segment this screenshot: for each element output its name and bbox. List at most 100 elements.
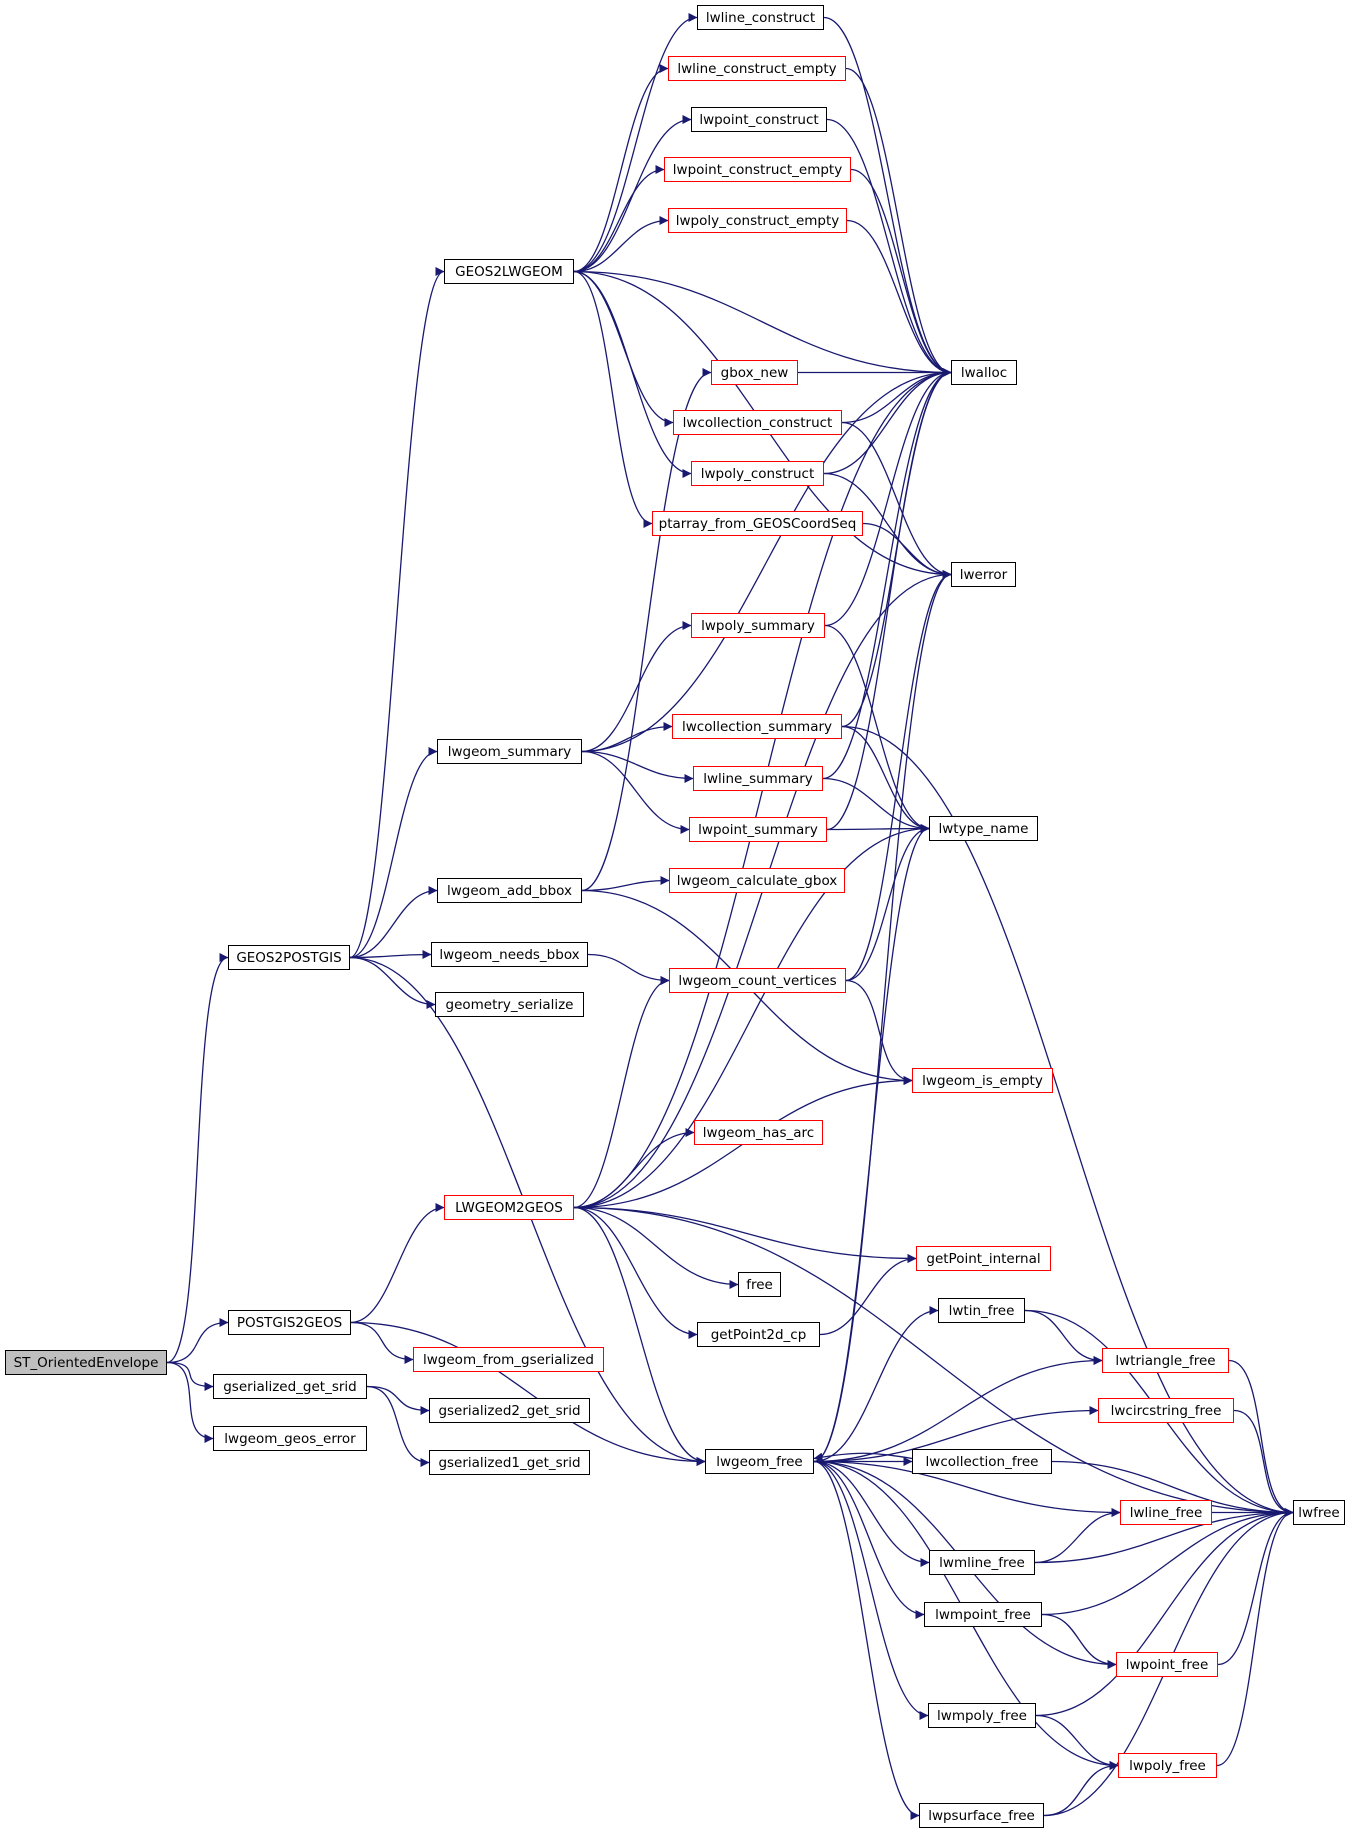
node-geos2lwgeom[interactable]: GEOS2LWGEOM: [444, 259, 574, 284]
edge-st-orientedenvelope-to-gserialized-get-srid: [166, 1361, 214, 1391]
edge-lwgeom-summary-to-lwcollection-summary: [581, 722, 673, 753]
node-gserialized1-get-srid[interactable]: gserialized1_get_srid: [429, 1450, 590, 1475]
edge-lwmpoly-free-to-lwfree: [1035, 1508, 1294, 1717]
node-lwpsurface-free[interactable]: lwpsurface_free: [919, 1803, 1044, 1828]
node-gserialized-get-srid[interactable]: gserialized_get_srid: [213, 1374, 367, 1399]
node-gbox-new[interactable]: gbox_new: [711, 360, 798, 385]
edge-lwgeom-count-vertices-to-lwerror: [845, 570, 952, 982]
edge-lwgeom-free-to-lwcircstring-free: [813, 1406, 1099, 1463]
edge-lwgeom-add-bbox-to-gbox-new: [581, 368, 712, 892]
node-lwgeom-needs-bbox[interactable]: lwgeom_needs_bbox: [431, 942, 588, 967]
edge-postgis2geos-to-lwgeom-free: [350, 1321, 706, 1466]
edge-lwgeom-free-to-lwtriangle-free: [813, 1356, 1103, 1463]
node-lwalloc[interactable]: lwalloc: [951, 360, 1017, 385]
node-lwerror[interactable]: lwerror: [951, 562, 1016, 587]
node-lwline-summary[interactable]: lwline_summary: [693, 766, 823, 791]
edge-lwpoly-summary-to-lwtype-name: [824, 624, 930, 833]
node-label: gbox_new: [720, 364, 789, 381]
edge-lwtriangle-free-to-lwfree: [1228, 1359, 1294, 1517]
node-label: lwtriangle_free: [1115, 1352, 1216, 1369]
node-gserialized2-get-srid[interactable]: gserialized2_get_srid: [429, 1398, 590, 1423]
node-lwgeom-is-empty[interactable]: lwgeom_is_empty: [912, 1068, 1053, 1093]
node-lwpoint-construct-empty[interactable]: lwpoint_construct_empty: [664, 157, 851, 182]
edge-lwline-construct-empty-to-lwalloc: [845, 67, 952, 377]
node-lwgeom-summary[interactable]: lwgeom_summary: [437, 739, 582, 764]
node-label: lwgeom_summary: [447, 743, 572, 760]
edge-lwline-summary-to-lwalloc: [822, 368, 952, 780]
node-lwmpoly-free[interactable]: lwmpoly_free: [928, 1703, 1036, 1728]
node-lwline-construct[interactable]: lwline_construct: [697, 5, 824, 30]
node-lwtin-free[interactable]: lwtin_free: [938, 1298, 1025, 1323]
node-lwcollection-free[interactable]: lwcollection_free: [912, 1449, 1052, 1474]
node-label: lwpoint_construct: [699, 111, 819, 128]
edge-lwmline-free-to-lwline-free: [1034, 1508, 1121, 1564]
node-label: getPoint_internal: [926, 1250, 1041, 1267]
node-getpoint2d-cp[interactable]: getPoint2d_cp: [697, 1322, 820, 1347]
node-geometry-serialize[interactable]: geometry_serialize: [435, 992, 584, 1017]
edge-lwgeom-free-to-lwtin-free: [813, 1306, 939, 1463]
node-postgis2geos[interactable]: POSTGIS2GEOS: [228, 1310, 351, 1335]
node-lwgeom-add-bbox[interactable]: lwgeom_add_bbox: [437, 878, 582, 903]
edge-ptarray-from-geoscoordseq-to-lwerror: [862, 522, 952, 579]
node-lwmpoint-free[interactable]: lwmpoint_free: [924, 1602, 1042, 1627]
node-lwgeom-count-vertices[interactable]: lwgeom_count_vertices: [669, 968, 846, 993]
node-lwpoint-free[interactable]: lwpoint_free: [1116, 1652, 1218, 1677]
node-label: GEOS2LWGEOM: [455, 263, 563, 280]
node-lwline-construct-empty[interactable]: lwline_construct_empty: [668, 56, 846, 81]
node-lwcircstring-free[interactable]: lwcircstring_free: [1098, 1398, 1234, 1423]
node-lwgeom-has-arc[interactable]: lwgeom_has_arc: [694, 1120, 823, 1145]
node-ptarray-from-geoscoordseq[interactable]: ptarray_from_GEOSCoordSeq: [652, 511, 863, 536]
edge-geos2postgis-to-lwgeom-needs-bbox: [349, 950, 432, 960]
node-lwmline-free[interactable]: lwmline_free: [929, 1550, 1035, 1575]
node-st-orientedenvelope[interactable]: ST_OrientedEnvelope: [5, 1350, 167, 1375]
node-lwpoint-summary[interactable]: lwpoint_summary: [689, 817, 827, 842]
node-label: lwgeom_free: [716, 1453, 803, 1470]
node-lwgeom-from-gserialized[interactable]: lwgeom_from_gserialized: [413, 1347, 604, 1372]
node-lwpoly-free[interactable]: lwpoly_free: [1118, 1753, 1217, 1778]
edge-st-orientedenvelope-to-postgis2geos: [166, 1318, 229, 1364]
edge-lwpoly-summary-to-lwalloc: [824, 368, 952, 627]
node-label: lwmpoly_free: [937, 1707, 1027, 1724]
node-label: geometry_serialize: [445, 996, 574, 1013]
edge-lwmpoint-free-to-lwpoint-free: [1041, 1613, 1117, 1669]
edge-lwcollection-free-to-lwfree: [1051, 1460, 1294, 1517]
node-lwpoly-construct[interactable]: lwpoly_construct: [691, 461, 824, 486]
edge-lwgeom2geos-to-free: [573, 1206, 739, 1289]
node-lwcollection-construct[interactable]: lwcollection_construct: [673, 410, 842, 435]
edge-lwcircstring-free-to-lwfree: [1233, 1409, 1294, 1517]
edge-geos2postgis-to-lwgeom-add-bbox: [349, 886, 438, 959]
edge-lwmpoint-free-to-lwfree: [1041, 1508, 1294, 1616]
edge-lwgeom-count-vertices-to-lwgeom-is-empty: [845, 979, 913, 1085]
node-lwgeom-calculate-gbox[interactable]: lwgeom_calculate_gbox: [669, 868, 845, 893]
edge-lwgeom-summary-to-lwpoint-summary: [581, 750, 690, 834]
node-lwgeom2geos[interactable]: LWGEOM2GEOS: [444, 1195, 574, 1220]
edge-gserialized-get-srid-to-gserialized2-get-srid: [366, 1385, 430, 1415]
node-lwfree[interactable]: lwfree: [1293, 1500, 1345, 1525]
node-lwgeom-free[interactable]: lwgeom_free: [705, 1449, 814, 1474]
node-lwtriangle-free[interactable]: lwtriangle_free: [1102, 1348, 1229, 1373]
node-lwpoint-construct[interactable]: lwpoint_construct: [691, 107, 827, 132]
edge-geos2lwgeom-to-lwline-construct-empty: [573, 64, 669, 273]
edge-lwgeom2geos-to-lwfree: [573, 1206, 1294, 1517]
node-lwpoly-summary[interactable]: lwpoly_summary: [691, 613, 825, 638]
node-label: lwpoint_free: [1125, 1656, 1209, 1673]
node-lwtype-name[interactable]: lwtype_name: [929, 816, 1038, 841]
node-geos2postgis[interactable]: GEOS2POSTGIS: [228, 945, 350, 970]
edge-lwtin-free-to-lwtriangle-free: [1024, 1309, 1103, 1365]
edge-st-orientedenvelope-to-lwgeom-geos-error: [166, 1361, 214, 1443]
edge-lwcollection-summary-to-lwtype-name: [841, 725, 930, 833]
node-label: lwgeom_add_bbox: [447, 882, 572, 899]
edge-lwcollection-construct-to-lwerror: [841, 421, 952, 579]
node-lwcollection-summary[interactable]: lwcollection_summary: [672, 714, 842, 739]
node-getpoint-internal[interactable]: getPoint_internal: [916, 1246, 1051, 1271]
node-lwline-free[interactable]: lwline_free: [1120, 1500, 1212, 1525]
edge-gserialized-get-srid-to-gserialized1-get-srid: [366, 1385, 430, 1467]
node-lwpoly-construct-empty[interactable]: lwpoly_construct_empty: [668, 208, 847, 233]
edge-lwgeom-free-to-lwmpoint-free: [813, 1460, 925, 1619]
node-free[interactable]: free: [738, 1272, 781, 1297]
node-lwgeom-geos-error[interactable]: lwgeom_geos_error: [213, 1426, 367, 1451]
edge-lwgeom2geos-to-lwgeom-count-vertices: [573, 976, 670, 1209]
node-label: lwpoly_construct: [700, 465, 815, 482]
